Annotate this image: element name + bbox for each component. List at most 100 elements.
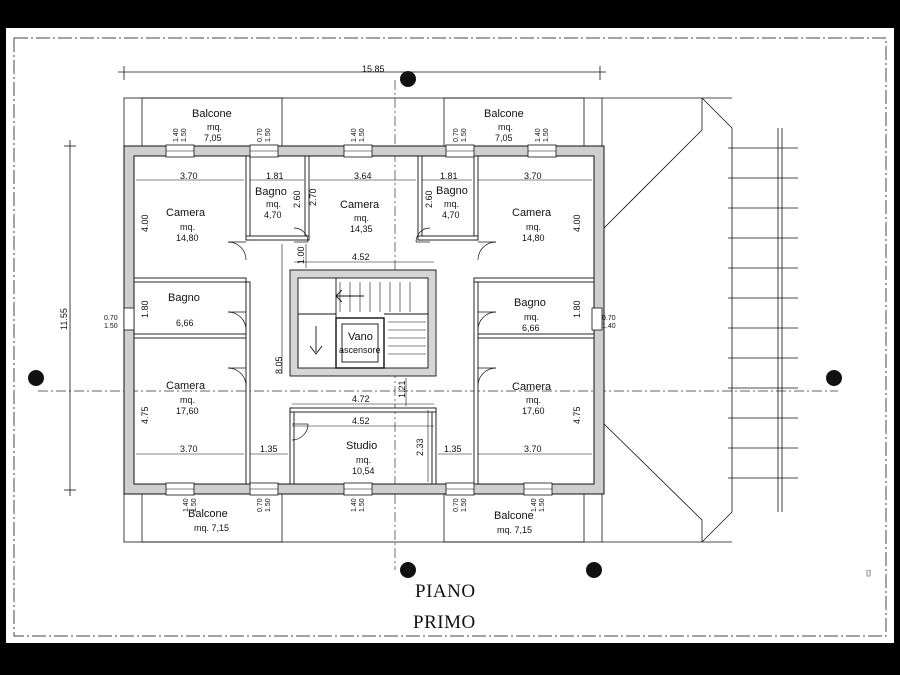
dim-stair-depth: 1.21 <box>397 380 407 398</box>
bagno-top-right-value: 4,70 <box>442 210 460 220</box>
opening-label: 0.70 <box>257 498 264 512</box>
exterior-walls <box>123 145 605 495</box>
opening-label: 1.40 <box>173 128 180 142</box>
dim-stair-width-mid: 4.72 <box>352 394 370 404</box>
opening-label: 1.40 <box>351 128 358 142</box>
interior-walls <box>133 155 595 485</box>
balcone-bottom-left-name: Balcone <box>188 508 228 520</box>
bagno-top-right-name: Bagno <box>436 185 468 197</box>
camera-top-left-value: 14,80 <box>176 233 199 243</box>
vano-sub: ascensore <box>339 345 381 355</box>
bagno-mid-left-value: 6,66 <box>176 318 194 328</box>
side-left-a: 0.70 <box>104 315 118 322</box>
dimension-labels: 3.70 3.70 3.70 3.70 1.81 1.81 3.64 4.52 … <box>140 171 582 456</box>
stair-core <box>289 269 437 377</box>
title-line-2: PRIMO <box>413 612 476 633</box>
side-right-b: 1.40 <box>602 323 616 330</box>
camera-center-value: 14,35 <box>350 224 373 234</box>
side-right-a: 0.70 <box>602 315 616 322</box>
door-swings <box>227 227 497 441</box>
section-axes <box>38 80 838 570</box>
bagno-mid-right-mq: mq. <box>524 312 539 322</box>
opening-label: 1.50 <box>181 128 188 142</box>
opening-label: 1.50 <box>265 128 272 142</box>
camera-bottom-right-value: 17,60 <box>522 406 545 416</box>
window <box>123 307 135 331</box>
dim-hall-right: 1.35 <box>444 444 462 454</box>
side-window-labels: 0.70 1.50 0.70 1.40 <box>104 315 616 330</box>
dim-room-depth-bottom-left: 4.75 <box>140 406 150 424</box>
bagno-top-left-mq: mq. <box>266 199 281 209</box>
camera-top-left-name: Camera <box>166 207 206 219</box>
section-marker-right <box>826 370 842 386</box>
dim-bath-depth-left: 2.60 <box>292 190 302 208</box>
camera-center-name: Camera <box>340 199 380 211</box>
balcone-top-left-value: 7,05 <box>204 133 222 143</box>
balcone-top-right-mq: mq. <box>498 122 513 132</box>
dim-center-room-width: 3.64 <box>354 171 372 181</box>
windows <box>123 144 603 496</box>
opening-label: 1.50 <box>359 498 366 512</box>
pergola <box>728 128 798 512</box>
title-line-1: PIANO <box>415 581 476 602</box>
dim-stair-width-low: 4.52 <box>352 416 370 426</box>
bagno-mid-right-name: Bagno <box>514 297 546 309</box>
overall-depth-label: 11.55 <box>59 308 69 330</box>
dim-corridor-length: 8.05 <box>274 356 284 374</box>
studio-value: 10,54 <box>352 466 375 476</box>
opening-label: 0.70 <box>453 128 460 142</box>
camera-bottom-left-mq: mq. <box>180 395 195 405</box>
section-marker-bottom-right <box>586 562 602 578</box>
overall-dimensions <box>64 66 606 496</box>
dim-hall-left: 1.35 <box>260 444 278 454</box>
section-marker-top <box>400 71 416 87</box>
dim-center-room-depth: 2.70 <box>308 188 318 206</box>
opening-label: 1.50 <box>539 498 546 512</box>
sheet-border <box>13 37 887 637</box>
dim-bath-mid-right-depth: 1.80 <box>572 300 582 318</box>
room-labels: Balcone mq. 7,05 Balcone mq. 7,05 Camera… <box>166 108 552 535</box>
dim-upper-corridor: 1.00 <box>296 246 306 264</box>
camera-bottom-left-name: Camera <box>166 380 206 392</box>
camera-center-mq: mq. <box>354 213 369 223</box>
dim-room-width-right-bottom: 3.70 <box>524 444 542 454</box>
overall-width-label: 15.85 <box>362 64 385 74</box>
opening-label: 1.40 <box>531 498 538 512</box>
opening-label: 1.50 <box>359 128 366 142</box>
opening-label: 0.70 <box>453 498 460 512</box>
room-dimension-lines <box>136 179 592 482</box>
window <box>591 307 603 331</box>
north-mark-glyph: ⌷ <box>866 568 871 578</box>
dim-room-width-left-bottom: 3.70 <box>180 444 198 454</box>
dim-bath-mid-left-depth: 1.80 <box>140 300 150 318</box>
opening-label: 1.40 <box>351 498 358 512</box>
balcone-top-left-mq: mq. <box>207 122 222 132</box>
dim-bath-width-left: 1.81 <box>266 171 284 181</box>
camera-bottom-left-value: 17,60 <box>176 406 199 416</box>
balcone-bottom-right-area: mq. 7,15 <box>497 525 532 535</box>
balcone-top-left-name: Balcone <box>192 108 232 120</box>
bagno-top-left-name: Bagno <box>255 186 287 198</box>
dim-room-width-right-top: 3.70 <box>524 171 542 181</box>
balcone-top-right-value: 7,05 <box>495 133 513 143</box>
stair-steps <box>339 282 426 355</box>
dim-stair-width-top: 4.52 <box>352 252 370 262</box>
camera-top-right-value: 14,80 <box>522 233 545 243</box>
camera-top-right-name: Camera <box>512 207 552 219</box>
bagno-top-left-value: 4,70 <box>264 210 282 220</box>
opening-label: 1.50 <box>461 498 468 512</box>
studio-mq: mq. <box>356 455 371 465</box>
opening-label: 0.70 <box>257 128 264 142</box>
opening-label: 1.50 <box>265 498 272 512</box>
balcone-top-right-name: Balcone <box>484 108 524 120</box>
bagno-mid-left-name: Bagno <box>168 292 200 304</box>
bagno-mid-right-value: 6,66 <box>522 323 540 333</box>
section-marker-bottom <box>400 562 416 578</box>
dim-studio-depth: 2.33 <box>415 438 425 456</box>
dim-bath-width-right: 1.81 <box>440 171 458 181</box>
opening-label: 1.50 <box>543 128 550 142</box>
dim-room-depth-top-right: 4.00 <box>572 214 582 232</box>
opening-label: 1.50 <box>191 498 198 512</box>
